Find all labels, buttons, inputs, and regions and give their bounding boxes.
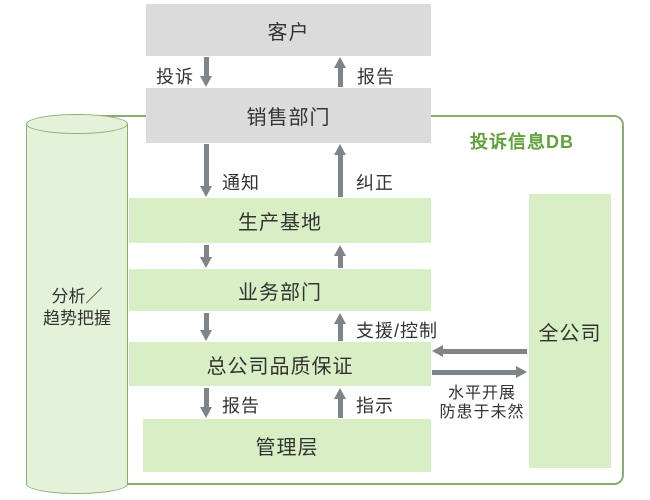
label-horizontal-deploy: 水平开展 [447,385,516,402]
arrow-shaft [338,255,343,268]
arrow-support-control-up [334,313,347,341]
node-hq-quality-assurance: 总公司品质保证 [129,342,431,386]
arrow-shaft [204,245,209,258]
arrow-head-icon [432,345,443,357]
arrow-head-icon [334,245,346,256]
arrow-notify-down [200,144,213,197]
node-sales-dept: 销售部门 [146,88,431,143]
node-management: 管理层 [143,419,431,472]
arrow-shaft [204,313,209,331]
label-report-to-management: 报告 [222,396,260,416]
arrow-shaft [442,349,527,354]
arrow-correct-up [334,144,347,197]
arrow-head-icon [334,388,346,399]
label-prevention: 防患于未然 [439,404,525,421]
arrow-production-to-business-down [200,245,213,268]
arrow-head-icon [200,76,212,87]
node-hq-quality-assurance-label: 总公司品质保证 [206,355,354,378]
node-production-base-label: 生产基地 [238,212,322,234]
arrow-hq-to-company-right [432,366,527,379]
arrow-head-icon [200,186,212,197]
arrow-business-to-production-up [334,245,347,268]
arrow-business-to-hq-down [200,313,213,341]
label-notify: 通知 [222,173,260,193]
arrow-shaft [204,57,209,77]
node-business-dept: 业务部门 [129,269,431,311]
node-production-base: 生产基地 [129,198,431,243]
arrow-instruct-up [334,388,347,418]
arrow-shaft [432,370,517,375]
complaint-db-label: 投诉信息DB [470,132,574,152]
arrow-company-to-hq-left [432,345,527,358]
label-instruct: 指示 [356,396,394,416]
analysis-cylinder [26,124,128,484]
arrow-shaft [338,323,343,341]
node-management-label: 管理层 [255,437,319,459]
analysis-cylinder-label-line2: 趋势把握 [43,309,111,328]
node-customer: 客户 [146,4,431,56]
arrow-head-icon [200,330,212,341]
node-business-dept-label: 业务部门 [238,281,322,304]
analysis-cylinder-top [26,114,128,134]
arrow-shaft [338,398,343,418]
arrow-head-icon [200,407,212,418]
arrow-head-icon [334,313,346,324]
analysis-cylinder-label: 分析／ 趋势把握 [26,286,128,330]
arrow-report-to-management-down [200,388,213,418]
arrow-shaft [338,154,343,197]
arrow-head-icon [334,57,346,68]
arrow-head-icon [334,144,346,155]
arrow-complaint-down [200,57,213,87]
label-report-to-customer: 报告 [357,67,395,87]
node-customer-label: 客户 [267,21,310,44]
arrow-shaft [204,388,209,408]
arrow-head-icon [516,366,527,378]
node-whole-company-label: 全公司 [538,322,602,345]
arrow-report-up [334,57,347,87]
node-whole-company: 全公司 [529,194,611,468]
arrow-shaft [204,144,209,187]
label-support-control: 支援/控制 [356,321,439,341]
analysis-cylinder-label-line1: 分析／ [51,287,103,306]
label-correct: 纠正 [356,173,394,193]
arrow-head-icon [200,257,212,268]
arrow-shaft [338,67,343,87]
label-complaint: 投诉 [156,67,194,87]
node-sales-dept-label: 销售部门 [246,107,331,129]
